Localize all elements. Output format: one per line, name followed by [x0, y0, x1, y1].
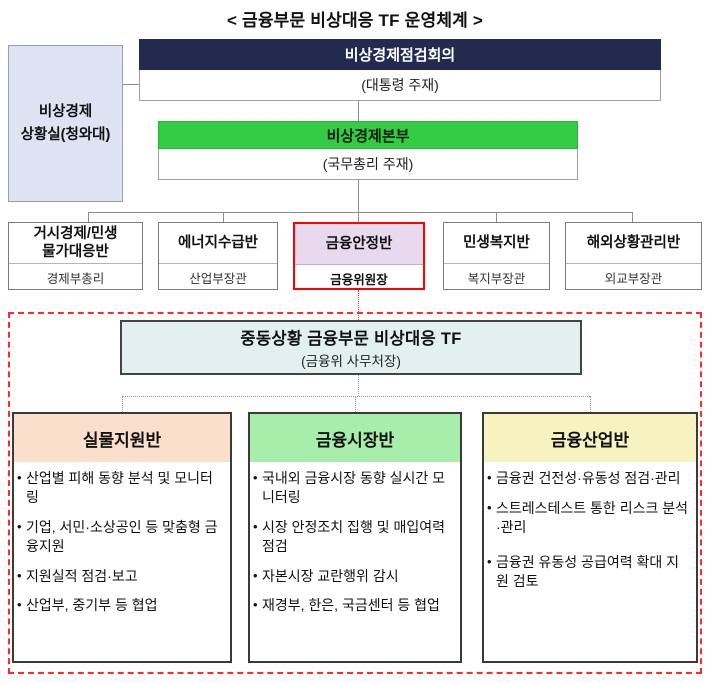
team-header: 금융시장반 — [250, 414, 460, 462]
page-title: < 금융부문 비상대응 TF 운영체계 > — [226, 11, 484, 30]
division-title: 금융안정반 — [295, 224, 423, 264]
bullet-icon: • — [17, 597, 22, 613]
division-lead: 산업부장관 — [159, 263, 277, 291]
team-box-financial-industry: 금융산업반 • 금융권 건전성·유동성 점검·관리 • 스트레스테스트 통한 리… — [482, 412, 698, 663]
connector-drop-division-3 — [358, 212, 359, 222]
bullet-icon: • — [487, 499, 492, 515]
connector-tf-down — [358, 375, 359, 396]
task-text: 시장 안정조치 집행 및 매입여력 점검 — [262, 518, 445, 554]
situation-room-line1: 비상경제 — [38, 104, 93, 121]
list-item: • 기업, 서민·소상공인 등 맞춤형 금융지원 — [17, 518, 225, 556]
division-title-line1: 거시경제/민생 — [33, 225, 118, 242]
task-text: 자본시장 교란행위 감시 — [262, 567, 399, 584]
division-box-financial-stability: 금융안정반 금융위원장 — [293, 222, 425, 290]
division-box-energy-supply: 에너지수급반 산업부장관 — [158, 222, 278, 290]
list-item: • 스트레스테스트 통한 리스크 분석·관리 — [487, 499, 691, 537]
connector-drop-division-1 — [88, 212, 89, 222]
council-header: 비상경제점검회의 — [139, 39, 661, 70]
task-text: 산업부, 중기부 등 협업 — [26, 597, 158, 614]
task-text: 산업별 피해 동향 분석 및 모니터링 — [26, 470, 213, 505]
division-box-overseas: 해외상황관리반 외교부장관 — [565, 222, 702, 290]
list-item: • 금융권 유동성 공급여력 확대 지원 검토 — [487, 553, 691, 591]
division-title: 에너지수급반 — [159, 223, 277, 263]
bullet-icon: • — [253, 470, 258, 485]
team-task-list: • 금융권 건전성·유동성 점검·관리 • 스트레스테스트 통한 리스크 분석·… — [484, 462, 696, 661]
division-lead: 외교부장관 — [566, 263, 701, 291]
task-text: 지원실적 점검·보고 — [26, 567, 138, 584]
division-title: 민생복지반 — [444, 223, 549, 263]
team-task-list: • 산업별 피해 동향 분석 및 모니터링 • 기업, 서민·소상공인 등 맞춤… — [14, 462, 230, 661]
bullet-icon: • — [17, 518, 22, 534]
division-title-line2: 물가대응반 — [42, 244, 109, 260]
headquarters-header: 비상경제본부 — [158, 121, 578, 149]
team-box-financial-market: 금융시장반 • 국내외 금융시장 동향 실시간 모니터링 • 시장 안정조치 집… — [248, 412, 462, 663]
division-lead: 경제부총리 — [9, 263, 142, 291]
connector-council-to-hq — [358, 101, 359, 121]
task-text: 스트레스테스트 통한 리스크 분석·관리 — [496, 499, 688, 535]
bullet-icon: • — [253, 567, 258, 583]
connector-drop-division-2 — [223, 212, 224, 222]
task-text: 기업, 서민·소상공인 등 맞춤형 금융지원 — [26, 518, 218, 554]
list-item: • 국내외 금융시장 동향 실시간 모니터링 — [253, 469, 455, 507]
connector-drop-team-3 — [590, 396, 591, 412]
bullet-icon: • — [17, 470, 22, 485]
task-text: 금융권 건전성·유동성 점검·관리 — [496, 470, 681, 486]
bullet-icon: • — [253, 597, 258, 613]
council-chair: (대통령 주재) — [139, 70, 661, 101]
connector-drop-division-5 — [632, 212, 633, 222]
connector-division-bus — [88, 212, 632, 213]
connector-drop-team-1 — [122, 396, 123, 412]
team-box-physical-support: 실물지원반 • 산업별 피해 동향 분석 및 모니터링 • 기업, 서민·소상공… — [12, 412, 232, 663]
connector-drop-division-4 — [496, 212, 497, 222]
bullet-icon: • — [253, 518, 258, 534]
headquarters-chair: (국무총리 주재) — [158, 149, 578, 180]
connector-situation-to-council — [123, 84, 140, 85]
team-task-list: • 국내외 금융시장 동향 실시간 모니터링 • 시장 안정조치 집행 및 매입… — [250, 462, 460, 661]
situation-room-line2: 상황실(청와대) — [20, 126, 111, 143]
list-item: • 지원실적 점검·보고 — [17, 567, 225, 586]
list-item: • 자본시장 교란행위 감시 — [253, 567, 455, 586]
tf-chair: (금융위 사무처장) — [301, 354, 401, 369]
list-item: • 금융권 건전성·유동성 점검·관리 — [487, 469, 691, 488]
tf-title: 중동상황 금융부문 비상대응 TF — [240, 330, 462, 348]
bullet-icon: • — [487, 553, 492, 569]
list-item: • 산업별 피해 동향 분석 및 모니터링 — [17, 469, 225, 507]
division-lead: 복지부장관 — [444, 263, 549, 291]
division-box-macro-economy: 거시경제/민생 물가대응반 경제부총리 — [8, 222, 143, 290]
list-item: • 재경부, 한은, 국금센터 등 협업 — [253, 596, 455, 615]
situation-room-box: 비상경제 상황실(청와대) — [8, 45, 123, 202]
connector-hq-to-division-bus — [358, 180, 359, 212]
bullet-icon: • — [487, 470, 492, 485]
division-title: 해외상황관리반 — [566, 223, 701, 263]
task-text: 금융권 유동성 공급여력 확대 지원 검토 — [496, 553, 679, 589]
division-box-welfare: 민생복지반 복지부장관 — [443, 222, 550, 290]
list-item: • 산업부, 중기부 등 협업 — [17, 596, 225, 615]
team-header: 실물지원반 — [14, 414, 230, 462]
task-text: 재경부, 한은, 국금센터 등 협업 — [262, 597, 440, 614]
connector-drop-team-2 — [355, 396, 356, 412]
tf-box: 중동상황 금융부문 비상대응 TF (금융위 사무처장) — [120, 320, 582, 375]
division-title: 거시경제/민생 물가대응반 — [9, 223, 142, 263]
team-header: 금융산업반 — [484, 414, 696, 462]
task-text: 국내외 금융시장 동향 실시간 모니터링 — [262, 470, 445, 505]
list-item: • 시장 안정조치 집행 및 매입여력 점검 — [253, 518, 455, 556]
division-lead: 금융위원장 — [295, 264, 423, 292]
bullet-icon: • — [17, 567, 22, 583]
connector-highlight-to-tf — [358, 290, 359, 320]
connector-team-bus — [122, 396, 590, 397]
